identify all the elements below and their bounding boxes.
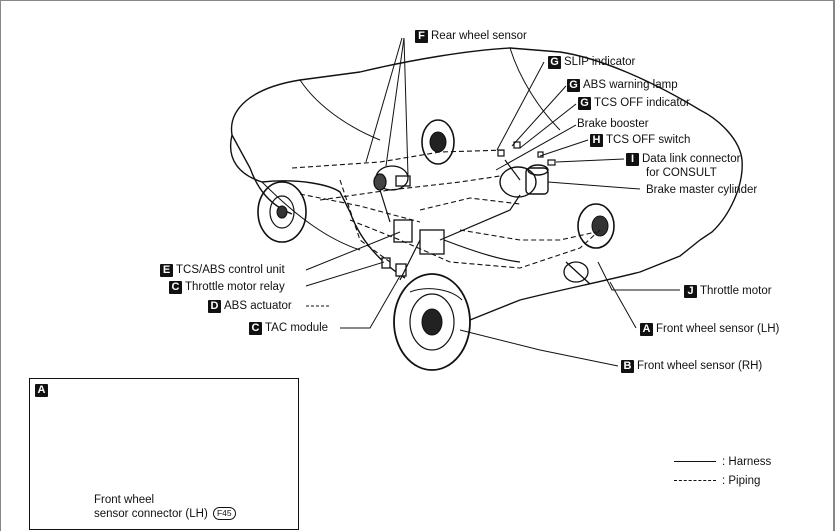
callout-tac-module: C TAC module <box>249 321 328 335</box>
letter-badge: C <box>249 321 262 335</box>
frame-top-border <box>0 0 835 1</box>
frame-right-border <box>833 0 835 531</box>
piping-lines <box>291 149 601 269</box>
dash-components <box>497 141 556 166</box>
letter-badge: B <box>621 359 634 373</box>
front-wheel-rh <box>393 273 471 371</box>
letter-badge: F <box>415 29 428 43</box>
front-wheel-sensor-rh-label: Front wheel sensor (RH) <box>637 360 763 372</box>
solid-line-swatch <box>674 461 716 462</box>
letter-badge: E <box>160 263 173 277</box>
callout-data-link-connector: I Data link connector <box>626 152 740 166</box>
slip-indicator-label: SLIP indicator <box>564 56 636 68</box>
abs-actuator-label: ABS actuator <box>224 300 292 312</box>
callout-tcs-off-indicator: G TCS OFF indicator <box>578 96 690 110</box>
rear-wheel-right <box>421 119 455 165</box>
letter-badge: I <box>626 152 639 166</box>
brake-master-cylinder-label: Brake master cylinder <box>646 184 758 196</box>
inset-caption-line1: Front wheel <box>94 494 155 506</box>
front-wheel-sensor-lh-label: Front wheel sensor (LH) <box>656 323 780 335</box>
letter-badge: H <box>590 133 603 147</box>
letter-badge: D <box>208 299 221 313</box>
legend-piping-label: : Piping <box>722 474 761 487</box>
tac-module-label: TAC module <box>265 322 329 334</box>
letter-badge: J <box>684 284 697 298</box>
frame-left-border <box>0 0 1 531</box>
legend-harness: : Harness <box>674 452 771 471</box>
dashed-line-swatch <box>674 480 716 481</box>
legend-harness-label: : Harness <box>722 455 772 468</box>
inset-front-wheel-sensor-connector: A Front wheel sensor connector (LH) F45 <box>29 378 299 530</box>
front-wheel-lh <box>577 203 615 249</box>
callout-front-wheel-sensor-rh: B Front wheel sensor (RH) <box>621 359 762 373</box>
throttle-motor-label: Throttle motor <box>700 285 772 297</box>
rear-sensor-assembly <box>373 165 411 191</box>
letter-badge: G <box>578 96 591 110</box>
rear-wheel-left <box>257 181 307 243</box>
callout-front-wheel-sensor-lh: A Front wheel sensor (LH) <box>640 322 779 336</box>
letter-badge: C <box>169 280 182 294</box>
callout-slip-indicator: G SLIP indicator <box>548 55 635 69</box>
letter-badge: G <box>567 78 580 92</box>
callout-brake-booster: Brake booster <box>577 117 649 131</box>
legend: : Harness : Piping <box>674 452 771 490</box>
callout-brake-master-cylinder: Brake master cylinder <box>646 183 757 197</box>
leader-lines <box>305 37 680 367</box>
letter-badge: A <box>640 322 653 336</box>
tcs-off-indicator-label: TCS OFF indicator <box>594 97 690 109</box>
callout-throttle-motor: J Throttle motor <box>684 284 772 298</box>
callout-tcs-off-switch: H TCS OFF switch <box>590 133 690 147</box>
callout-abs-warning-lamp: G ABS warning lamp <box>567 78 678 92</box>
inset-caption: Front wheel sensor connector (LH) F45 <box>94 493 236 521</box>
brake-master-cylinder <box>499 164 549 198</box>
rear-wheel-sensor-label: Rear wheel sensor <box>431 30 527 42</box>
data-link-connector-label: Data link connector <box>642 153 741 165</box>
inset-letter-badge: A <box>35 384 48 397</box>
callout-tcs-abs-control-unit: E TCS/ABS control unit <box>160 263 285 277</box>
abs-warning-lamp-label: ABS warning lamp <box>583 79 678 91</box>
letter-badge: G <box>548 55 561 69</box>
inset-caption-line2: sensor connector (LH) <box>94 508 208 520</box>
tcs-off-switch-label: TCS OFF switch <box>606 134 691 146</box>
tcs-abs-control-unit-label: TCS/ABS control unit <box>176 264 285 276</box>
throttle-motor <box>563 261 591 285</box>
connector-code-badge: F45 <box>212 507 236 521</box>
inset-caption-line2-wrap: sensor connector (LH) F45 <box>94 507 236 521</box>
throttle-motor-relay-label: Throttle motor relay <box>185 281 285 293</box>
control-boxes <box>381 219 445 277</box>
callout-rear-wheel-sensor: F Rear wheel sensor <box>415 29 527 43</box>
legend-piping: : Piping <box>674 471 771 490</box>
brake-booster-label: Brake booster <box>577 118 649 130</box>
data-link-connector-sublabel: for CONSULT <box>646 167 717 179</box>
callout-throttle-motor-relay: C Throttle motor relay <box>169 280 285 294</box>
callout-abs-actuator: D ABS actuator <box>208 299 292 313</box>
